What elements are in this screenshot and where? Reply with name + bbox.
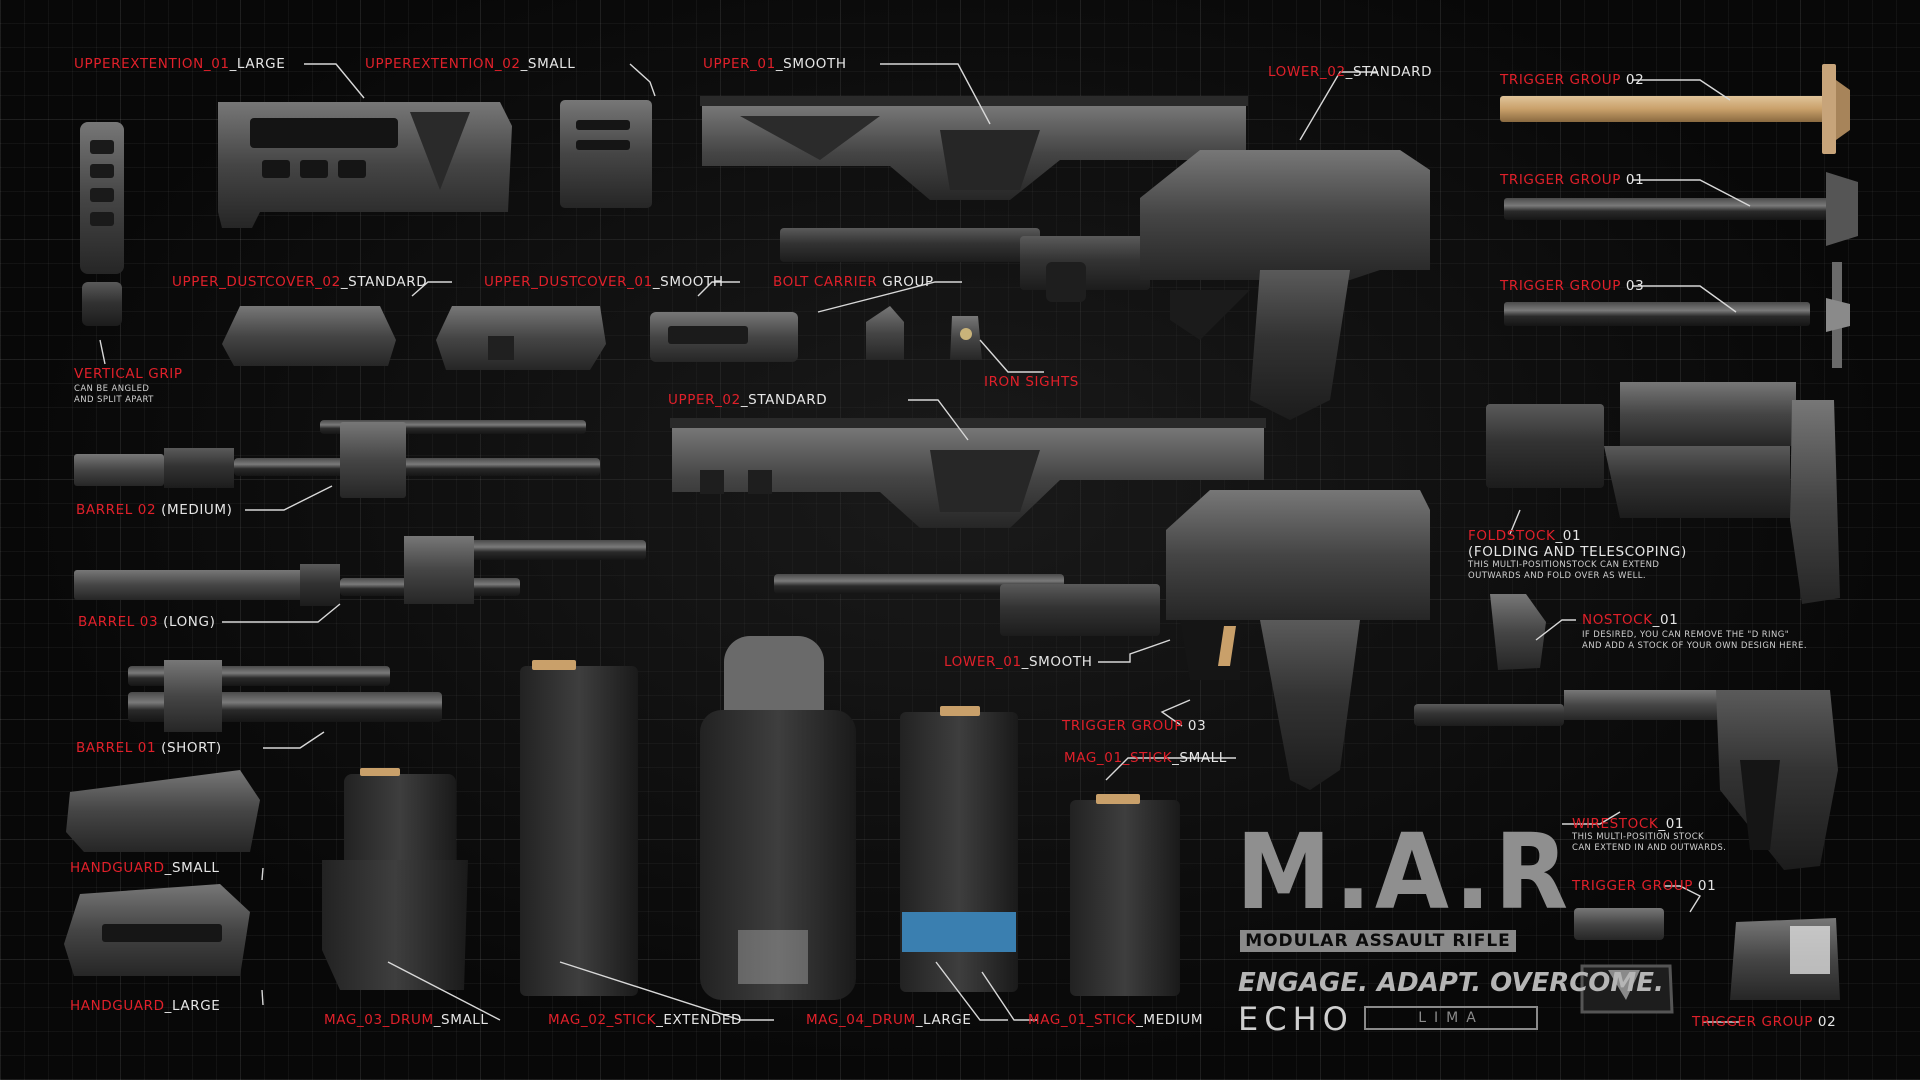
handguard-small-part xyxy=(66,770,260,852)
dustcover-02-part xyxy=(222,306,396,366)
logo-echo: ECHO xyxy=(1238,1000,1354,1038)
trigger-group-03-rod xyxy=(1504,262,1850,368)
wirestock-01-part xyxy=(1414,690,1838,870)
label-upper-dustcover-01: UPPER_DUSTCOVER_01_SMOOTH xyxy=(484,274,724,290)
label-handguard-large: HANDGUARD_LARGE xyxy=(70,998,221,1014)
lower-01-smooth-part xyxy=(774,490,1430,790)
label-foldstock-subtitle: (FOLDING AND TELESCOPING) xyxy=(1468,544,1687,560)
logo-title: M.A.R xyxy=(1236,811,1572,933)
barrel-03-part xyxy=(74,536,646,606)
barrel-01-part xyxy=(128,660,442,732)
label-lower-02-standard: LOWER_02_STANDARD xyxy=(1268,64,1433,80)
label-trigger-group-02-top: TRIGGER GROUP 02 xyxy=(1500,72,1645,88)
logo-lima: LIMA xyxy=(1364,1006,1538,1030)
label-mag-03-drum-small: MAG_03_DRUM_SMALL xyxy=(324,1012,489,1028)
label-trigger-group-03-top: TRIGGER GROUP 03 xyxy=(1500,278,1645,294)
upper-01-smooth-part xyxy=(700,96,1248,200)
lower-02-standard-part xyxy=(780,150,1430,420)
foldstock-01-part xyxy=(1486,382,1840,604)
label-upper-01-smooth: UPPER_01_SMOOTH xyxy=(703,56,847,72)
label-upperextention-02-small: UPPEREXTENTION_02_SMALL xyxy=(365,56,576,72)
label-mag-04-drum-large: MAG_04_DRUM_LARGE xyxy=(806,1012,972,1028)
note-wirestock: THIS MULTI-POSITION STOCK CAN EXTEND IN … xyxy=(1572,832,1727,853)
label-barrel-03: BARREL 03 (LONG) xyxy=(78,614,216,630)
label-trigger-group-02-bottom: TRIGGER GROUP 02 xyxy=(1692,1014,1837,1030)
dustcover-01-part xyxy=(436,306,606,370)
label-vertical-grip: VERTICAL GRIP xyxy=(74,366,183,382)
label-handguard-small: HANDGUARD_SMALL xyxy=(70,860,220,876)
label-lower-01-smooth: LOWER_01_SMOOTH xyxy=(944,654,1093,670)
label-foldstock-01: FOLDSTOCK_01 xyxy=(1468,528,1582,544)
label-iron-sights: IRON SIGHTS xyxy=(984,374,1079,390)
upper-02-standard-part xyxy=(670,418,1266,528)
logo-tagline: ENGAGE. ADAPT. OVERCOME. xyxy=(1238,968,1664,998)
label-upper-dustcover-02: UPPER_DUSTCOVER_02_STANDARD xyxy=(172,274,428,290)
note-foldstock: THIS MULTI-POSITIONSTOCK CAN EXTEND OUTW… xyxy=(1468,560,1660,581)
label-trigger-group-01-top: TRIGGER GROUP 01 xyxy=(1500,172,1645,188)
upper-extension-large-part xyxy=(218,102,512,228)
iron-sights-part xyxy=(866,306,982,360)
barrel-02-part xyxy=(74,420,600,498)
mag-01-stick-small-part xyxy=(1070,794,1180,996)
label-trigger-group-03-mid: TRIGGER GROUP 03 xyxy=(1062,718,1207,734)
trigger-group-02-bottom-part xyxy=(1730,918,1840,1000)
label-nostock-01: NOSTOCK_01 xyxy=(1582,612,1679,628)
label-barrel-01: BARREL 01 (SHORT) xyxy=(76,740,222,756)
trigger-group-02-rod xyxy=(1500,64,1850,154)
mag-03-drum-small-part xyxy=(322,768,468,990)
label-mag-01-stick-medium: MAG_01_STICK_MEDIUM xyxy=(1028,1012,1204,1028)
trigger-group-01-rod xyxy=(1504,172,1858,246)
nostock-01-part xyxy=(1490,594,1546,670)
mag-02-stick-extended-part xyxy=(520,660,638,996)
vertical-grip-part xyxy=(80,122,124,326)
label-upperextention-01-large: UPPEREXTENTION_01_LARGE xyxy=(74,56,286,72)
note-vertical-grip: CAN BE ANGLED AND SPLIT APART xyxy=(74,384,154,405)
label-mag-02-stick-extended: MAG_02_STICK_EXTENDED xyxy=(548,1012,742,1028)
label-trigger-group-01-bottom: TRIGGER GROUP 01 xyxy=(1572,878,1717,894)
logo-subtitle: MODULAR ASSAULT RIFLE xyxy=(1240,930,1516,952)
label-upper-02-standard: UPPER_02_STANDARD xyxy=(668,392,828,408)
handguard-large-part xyxy=(64,884,250,976)
mag-01-stick-medium-part xyxy=(900,706,1018,992)
note-nostock: IF DESIRED, YOU CAN REMOVE THE "D RING" … xyxy=(1582,630,1807,651)
label-barrel-02: BARREL 02 (MEDIUM) xyxy=(76,502,233,518)
label-mag-01-stick-small: MAG_01_STICK_SMALL xyxy=(1064,750,1227,766)
label-bolt-carrier-group: BOLT CARRIER GROUP xyxy=(773,274,934,290)
bolt-carrier-group-part xyxy=(650,312,798,362)
mag-04-drum-large-part xyxy=(700,636,856,1000)
label-wirestock-01: WIRESTOCK_01 xyxy=(1572,816,1685,832)
upper-extension-small-part xyxy=(560,100,652,208)
trigger-group-01-bottom-part xyxy=(1574,908,1674,1014)
